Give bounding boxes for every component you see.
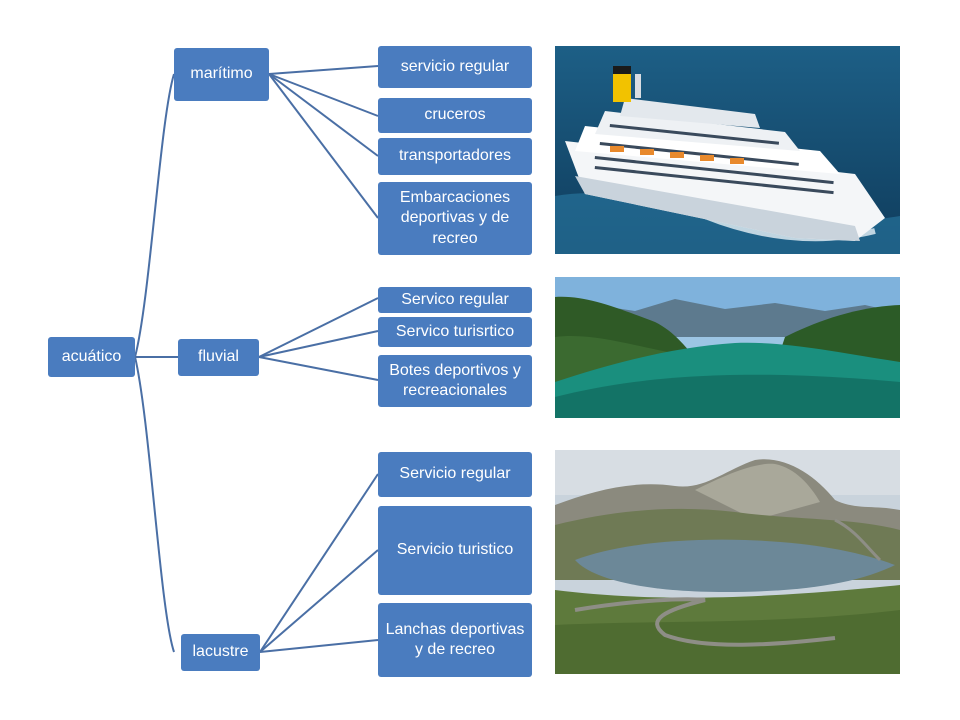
connector-lacustre-1	[259, 473, 379, 653]
connector-lacustre-3	[259, 639, 379, 653]
node-fluvial-item-3: Botes deportivos y recreacionales	[378, 355, 532, 407]
node-fluvial-item-2: Servico turisrtico	[378, 317, 532, 347]
mountain-lake-photo	[555, 450, 900, 674]
node-fluvial-item-1: Servico regular	[378, 287, 532, 313]
connector-fluvial-3	[258, 356, 379, 381]
node-maritimo-item-3: transportadores	[378, 138, 532, 175]
connector-fluvial-1	[258, 297, 379, 358]
node-lacustre-item-1: Servicio regular	[378, 452, 532, 497]
connector-maritimo-4	[268, 73, 379, 219]
connector-maritimo-3	[268, 73, 379, 157]
node-lacustre-item-2: Servicio turistico	[378, 506, 532, 595]
node-lacustre: lacustre	[181, 634, 260, 671]
connector-maritimo-1	[268, 65, 379, 75]
cruise-ship-photo	[555, 46, 900, 254]
river-photo	[555, 277, 900, 418]
node-lacustre-item-3: Lanchas deportivas y de recreo	[378, 603, 532, 677]
connector-lacustre-2	[259, 549, 379, 653]
node-maritimo-item-1: servicio regular	[378, 46, 532, 88]
node-maritimo: marítimo	[174, 48, 269, 101]
node-maritimo-item-2: cruceros	[378, 98, 532, 133]
connector-root-maritimo	[134, 73, 175, 358]
node-root: acuático	[48, 337, 135, 377]
node-fluvial: fluvial	[178, 339, 259, 376]
connector-root-lacustre	[134, 356, 175, 653]
node-maritimo-item-4: Embarcaciones deportivas y de recreo	[378, 182, 532, 255]
connector-maritimo-2	[268, 73, 379, 117]
connector-fluvial-2	[258, 330, 379, 358]
